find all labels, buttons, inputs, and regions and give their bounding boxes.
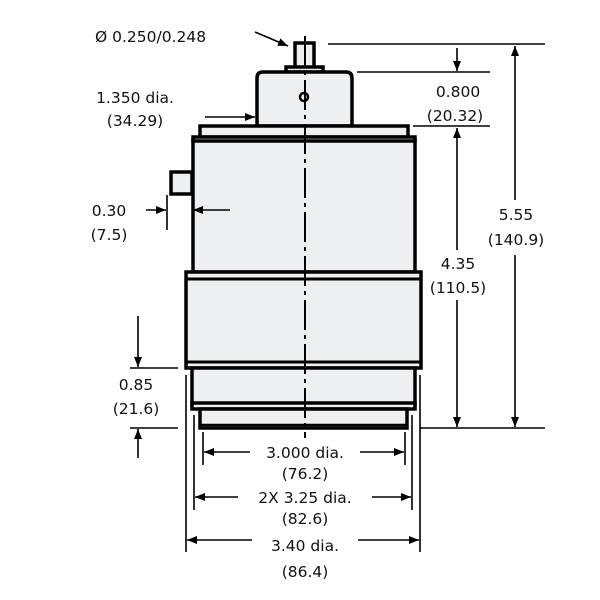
base-height-label: 0.85 — [119, 376, 154, 394]
shaft-height-mm-label: (20.32) — [427, 107, 483, 125]
overall-height-label: 5.55 — [499, 206, 534, 224]
port-offset-label: 0.30 — [92, 202, 127, 220]
band-dia-mm-label: (86.4) — [282, 563, 329, 581]
side-port — [169, 170, 194, 196]
band — [184, 270, 423, 370]
port-offset-mm-label: (7.5) — [91, 226, 128, 244]
body-dia-mm-label: (82.6) — [282, 510, 329, 528]
cap-dia-mm-label: (34.29) — [107, 112, 163, 130]
base-height-mm-label: (21.6) — [113, 400, 160, 418]
component — [169, 36, 423, 438]
extension-lines — [130, 43, 545, 552]
body-dia-label: 2X 3.25 dia. — [258, 489, 351, 507]
overall-height-mm-label: (140.9) — [488, 231, 544, 249]
lower-body — [190, 366, 417, 407]
dimension-labels: Ø 0.250/0.248 1.350 dia. (34.29) 0.30 (7… — [91, 28, 545, 581]
shaft-height-label: 0.800 — [436, 83, 480, 101]
cap-dia-label: 1.350 dia. — [96, 89, 174, 107]
base — [198, 407, 409, 430]
shaft-dia-arrow — [254, 31, 289, 47]
base-dia-label: 3.000 dia. — [266, 444, 344, 462]
dimension-lines — [134, 31, 519, 544]
shaft-dia-label: Ø 0.250/0.248 — [95, 28, 206, 46]
base-dia-mm-label: (76.2) — [282, 465, 329, 483]
body-height-label: 4.35 — [441, 255, 476, 273]
band-dia-label: 3.40 dia. — [271, 537, 339, 555]
body-height-mm-label: (110.5) — [430, 279, 486, 297]
